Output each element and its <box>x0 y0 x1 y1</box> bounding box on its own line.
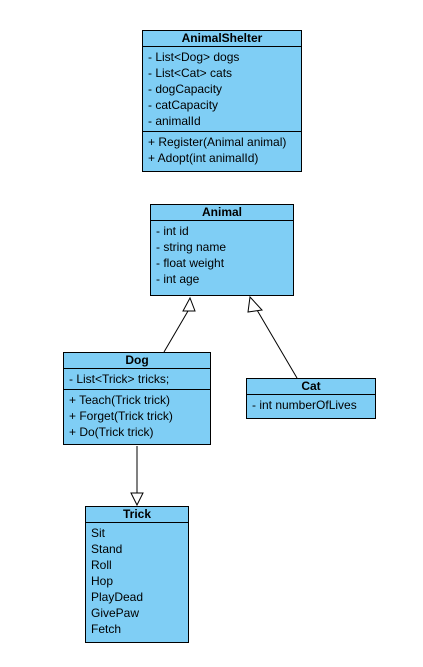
dog-animal-inheritance-arrowhead <box>182 296 196 312</box>
cat-animal-inheritance-line <box>256 309 298 379</box>
dog-class-name: Dog <box>64 353 210 369</box>
enum-literal: Fetch <box>91 622 122 636</box>
method: + Do(Trick trick) <box>69 425 154 439</box>
dog-attributes: - List<Trick> tricks; <box>64 369 210 389</box>
attribute: - float weight <box>156 256 225 270</box>
enum-literal: Stand <box>91 542 123 556</box>
method: + Register(Animal animal) <box>148 135 287 149</box>
cat-attributes: - int numberOfLives <box>247 395 375 415</box>
attribute: - animalId <box>148 114 201 128</box>
method: + Forget(Trick trick) <box>69 409 173 423</box>
animal-shelter-methods: + Register(Animal animal) + Adopt(int an… <box>143 131 301 168</box>
animal-class-name: Animal <box>151 205 293 221</box>
cat-class[interactable]: Cat - int numberOfLives <box>246 378 376 419</box>
cat-class-name: Cat <box>247 379 375 395</box>
enum-literal: Hop <box>91 574 114 588</box>
enum-literal: Roll <box>91 558 112 572</box>
attribute: - string name <box>156 240 227 254</box>
enum-literal: GivePaw <box>91 606 140 620</box>
dog-trick-association-arrowhead <box>130 492 144 507</box>
attribute: - int id <box>156 224 189 238</box>
animal-attributes: - int id - string name - float weight - … <box>151 221 293 289</box>
attribute: - dogCapacity <box>148 82 223 96</box>
attribute: - int numberOfLives <box>252 398 357 412</box>
animal-shelter-class[interactable]: AnimalShelter - List<Dog> dogs - List<Ca… <box>142 30 302 172</box>
animal-shelter-attributes: - List<Dog> dogs - List<Cat> cats - dogC… <box>143 47 301 131</box>
trick-enum-name: Trick <box>86 507 188 523</box>
dog-animal-inheritance-line <box>163 310 189 353</box>
enum-literal: Sit <box>91 526 106 540</box>
dog-methods: + Teach(Trick trick) + Forget(Trick tric… <box>64 389 210 442</box>
trick-enum[interactable]: Trick Sit Stand Roll Hop PlayDead GivePa… <box>85 506 189 643</box>
method: + Adopt(int animalId) <box>148 151 259 165</box>
animal-class[interactable]: Animal - int id - string name - float we… <box>150 204 294 296</box>
attribute: - List<Cat> cats <box>148 66 233 80</box>
method: + Teach(Trick trick) <box>69 393 171 407</box>
animal-shelter-class-name: AnimalShelter <box>143 31 301 47</box>
trick-literals: Sit Stand Roll Hop PlayDead GivePaw Fetc… <box>86 523 188 639</box>
attribute: - int age <box>156 272 200 286</box>
attribute: - List<Dog> dogs <box>148 50 240 64</box>
dog-class[interactable]: Dog - List<Trick> tricks; + Teach(Trick … <box>63 352 211 445</box>
enum-literal: PlayDead <box>91 590 144 604</box>
attribute: - catCapacity <box>148 98 219 112</box>
cat-animal-inheritance-arrowhead <box>247 295 264 313</box>
attribute: - List<Trick> tricks; <box>69 372 170 386</box>
